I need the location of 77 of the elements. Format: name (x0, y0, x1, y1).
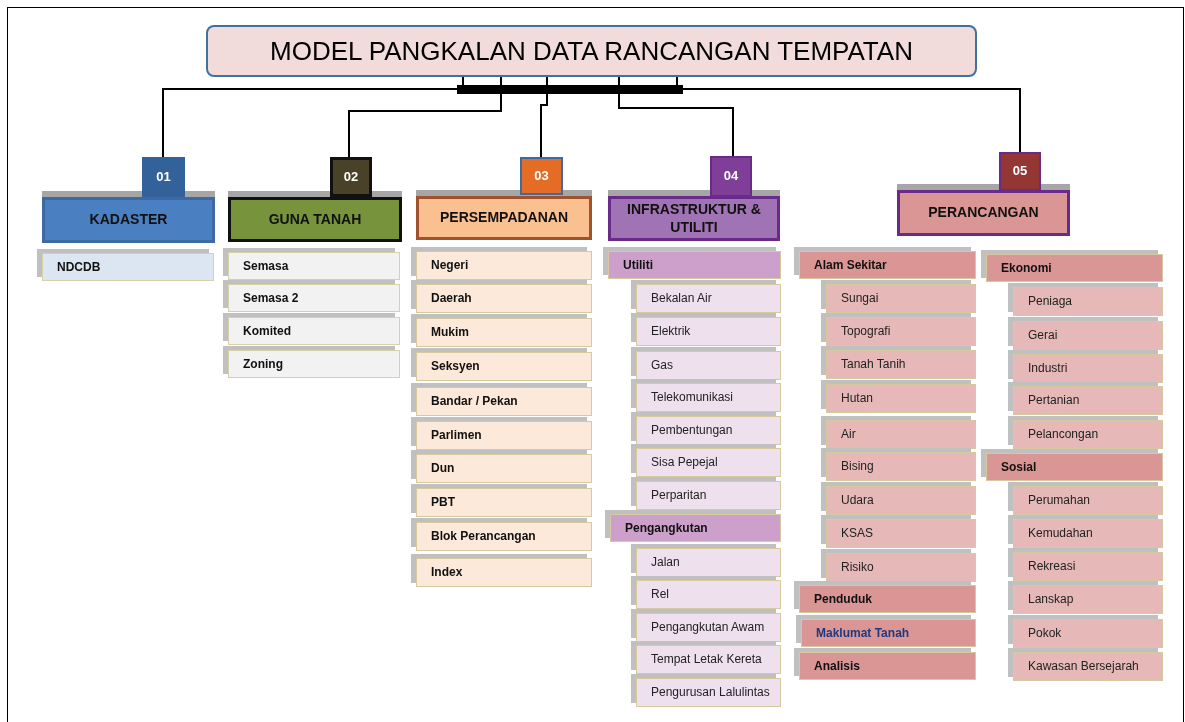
item-label: Kawasan Bersejarah (1028, 659, 1139, 674)
item-label: Dun (431, 461, 455, 476)
header-label: GUNA TANAH (268, 210, 362, 229)
item-label: Mukim (431, 325, 469, 340)
number-label: 01 (156, 168, 171, 186)
item-label: Pertanian (1028, 393, 1080, 408)
number-tab (330, 157, 372, 197)
item-label: KSAS (841, 526, 873, 541)
connector-line (676, 76, 1021, 153)
item-label: Telekomunikasi (651, 390, 734, 405)
item-label: Blok Perancangan (431, 529, 536, 544)
item-label: Hutan (841, 391, 874, 406)
item-label: Pokok (1028, 626, 1062, 641)
item-label: Seksyen (431, 359, 480, 374)
number-tab (999, 152, 1041, 191)
item-label: Gerai (1028, 328, 1058, 343)
item-label: Pembentungan (651, 423, 733, 438)
number-label: 04 (723, 168, 739, 185)
item-label: Maklumat Tanah (816, 625, 910, 641)
item-label: Index (431, 565, 463, 580)
item-label: Gas (651, 358, 673, 373)
title-box (206, 25, 977, 77)
item-label: Perparitan (651, 488, 707, 503)
item-label: Sosial (1001, 459, 1037, 475)
item-label: NDCDB (57, 259, 101, 275)
item-label: PBT (431, 495, 455, 510)
item-label: Lanskap (1028, 592, 1074, 607)
item-label: Udara (841, 493, 874, 508)
item-label: Jalan (651, 555, 680, 570)
number-label: 03 (534, 167, 549, 185)
header-label: INFRASTRUKTUR & UTILITI (626, 201, 762, 236)
item-label: Alam Sekitar (814, 257, 887, 273)
connector-line (618, 76, 734, 157)
item-label: Bising (841, 459, 874, 474)
item-label: Industri (1028, 361, 1068, 376)
item-label: Ekonomi (1001, 260, 1052, 276)
number-tab (142, 157, 185, 197)
item-label: Zoning (243, 356, 283, 372)
item-label: Semasa 2 (243, 290, 299, 306)
connector-line (540, 76, 548, 158)
item-label: Daerah (431, 291, 472, 306)
item-label: Semasa (243, 258, 289, 274)
item-label: Tanah Tanih (841, 357, 906, 372)
item-label: Sisa Pepejal (651, 455, 718, 470)
item-label: Topografi (841, 324, 891, 339)
item-label: Kemudahan (1028, 526, 1093, 541)
connector-line (348, 76, 502, 158)
item-label: Sungai (841, 291, 879, 306)
item-label: Rekreasi (1028, 559, 1076, 574)
item-label: Komited (243, 323, 291, 339)
item-label: Bandar / Pekan (431, 394, 518, 409)
item-label: Peniaga (1028, 294, 1073, 309)
item-label: Pengangkutan Awam (651, 620, 765, 635)
connector-line (162, 76, 464, 158)
header-label: PERSEMPADANAN (439, 209, 569, 227)
number-label: 02 (343, 168, 359, 186)
item-label: Penduduk (814, 591, 872, 607)
item-label: Parlimen (431, 428, 482, 443)
item-label: Negeri (431, 258, 469, 273)
item-label: Rel (651, 587, 669, 602)
item-label: Pelancongan (1028, 427, 1099, 442)
header-label: PERANCANGAN (928, 204, 1039, 222)
item-label: Analisis (814, 658, 861, 674)
item-label: Bekalan Air (651, 291, 712, 306)
number-tab (710, 156, 752, 197)
number-label: 05 (1012, 163, 1028, 180)
item-label: Perumahan (1028, 493, 1091, 508)
item-label: Air (841, 427, 856, 442)
item-label: Utiliti (623, 257, 653, 273)
item-label: Pengurusan Lalulintas (651, 685, 770, 700)
item-label: Tempat Letak Kereta (651, 652, 762, 667)
item-label: Risiko (841, 560, 874, 575)
item-label: Elektrik (651, 324, 691, 339)
item-label: Pengangkutan (625, 520, 708, 536)
number-tab (520, 157, 563, 195)
header-label: KADASTER (89, 211, 168, 229)
title-text: MODEL PANGKALAN DATA RANCANGAN TEMPATAN (270, 34, 913, 68)
